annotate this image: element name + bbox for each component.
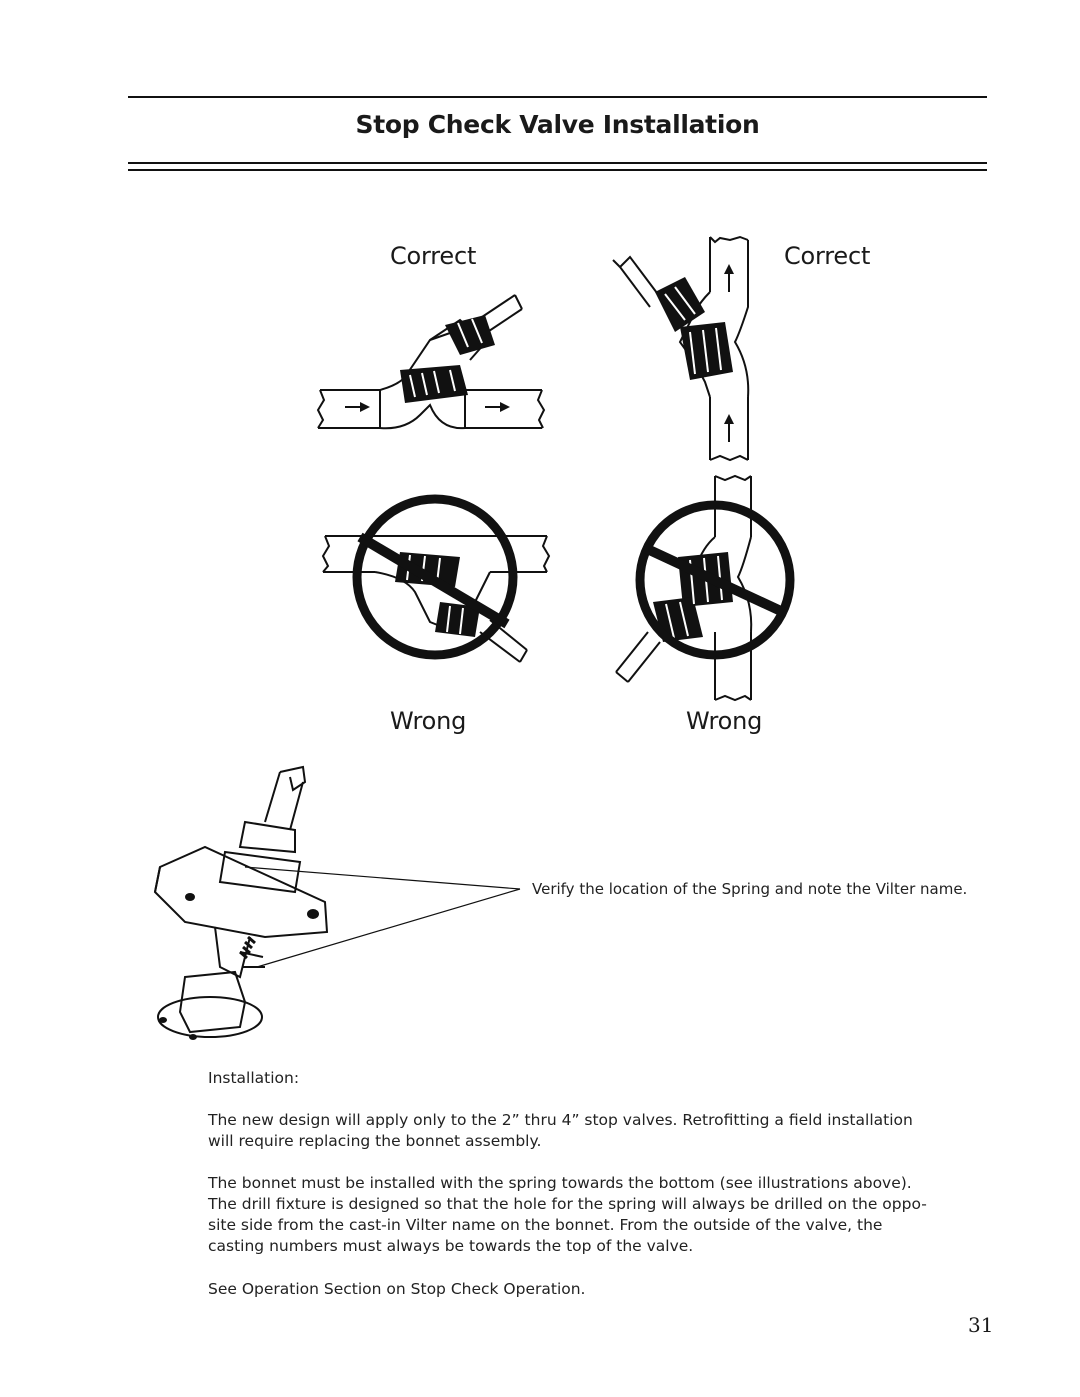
label-wrong-horizontal: Wrong [390, 707, 467, 735]
paragraph-see-operation: See Operation Section on Stop Check Oper… [208, 1280, 586, 1298]
paragraph-new-design: The new design will apply only to the 2”… [208, 1111, 913, 1150]
label-wrong-vertical: Wrong [686, 707, 763, 735]
installation-heading: Installation: [208, 1069, 300, 1087]
label-correct-horizontal: Correct [390, 242, 477, 270]
header-rule-double-upper [128, 162, 987, 164]
valve-correct-horizontal-figure [316, 294, 546, 430]
label-correct-vertical: Correct [784, 242, 871, 270]
page-number: 31 [968, 1313, 994, 1337]
page-title: Stop Check Valve Installation [355, 110, 760, 139]
valve-wrong-horizontal-figure [321, 494, 551, 663]
spring-callout-text: Verify the location of the Spring and no… [532, 880, 968, 898]
valve-wrong-vertical-figure [615, 474, 795, 702]
header-rule-top [128, 96, 987, 98]
paragraph-bonnet-orientation: The bonnet must be installed with the sp… [208, 1174, 927, 1255]
bonnet-assembly-figure [153, 765, 521, 1040]
valve-correct-vertical-figure [612, 235, 750, 462]
header-rule-double-lower [128, 169, 987, 171]
